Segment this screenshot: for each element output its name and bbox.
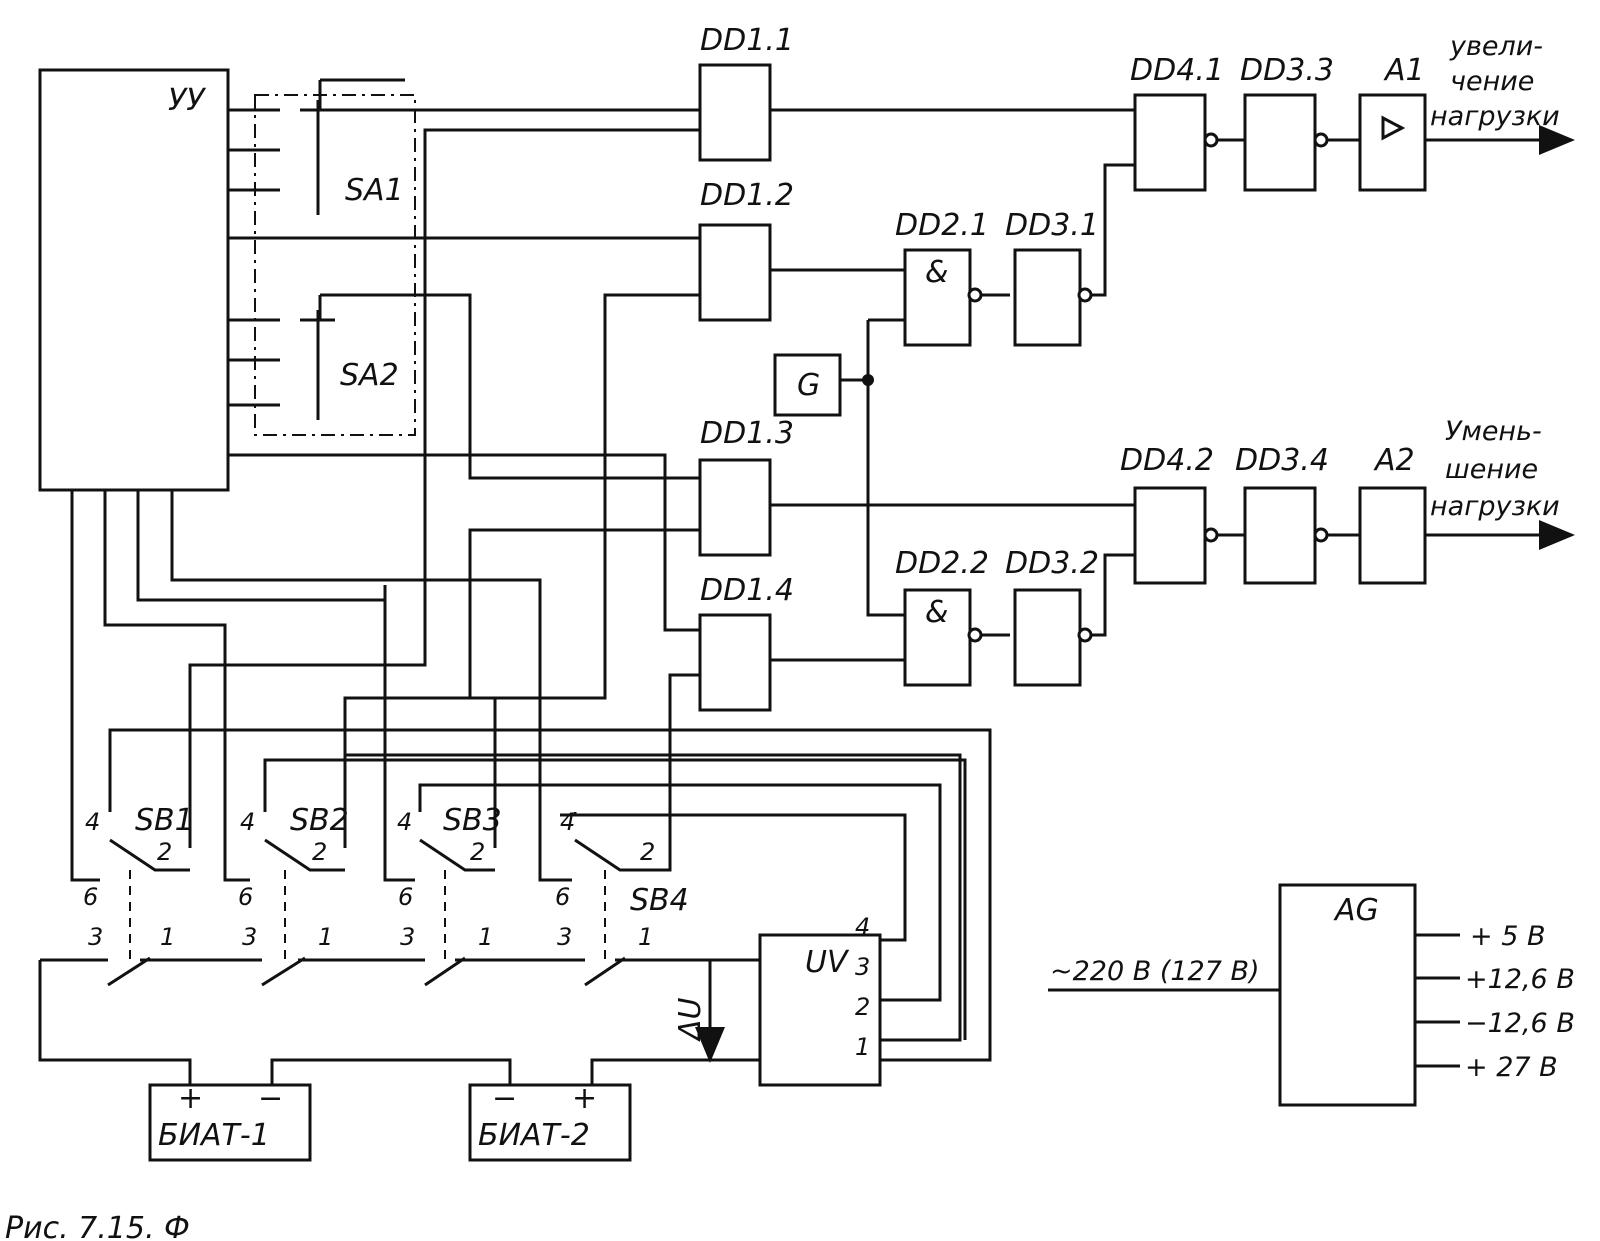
label-dd1-2: DD1.2: [700, 178, 794, 213]
output-decrease-line2: шение: [1445, 454, 1538, 485]
pin-label: 3: [557, 923, 572, 951]
pin-label: 2: [640, 838, 655, 866]
output-increase-line3: нагрузки: [1430, 101, 1560, 132]
pin-label: 1: [855, 1033, 870, 1061]
pin-label: 6: [238, 883, 253, 911]
label-dd1-4: DD1.4: [700, 573, 794, 608]
power-input-label: ~220 В (127 В): [1050, 956, 1260, 987]
label-uv: UV: [805, 945, 850, 980]
blocks: [38, 63, 1427, 1162]
pin-label: 1: [638, 923, 653, 951]
dd2-1-block: [903, 248, 972, 347]
pin-label: 1: [160, 923, 175, 951]
wires: [38, 78, 1575, 1085]
labels: УУ SA1 SA2 DD1.1 DD1.2 DD1.3 DD1.4 DD2.1…: [5, 23, 1575, 1241]
label-dd3-2: DD3.2: [1005, 546, 1099, 581]
power-out-5v: + 5 В: [1470, 921, 1546, 952]
pin-label: 3: [242, 923, 257, 951]
and-symbol-1: &: [925, 255, 948, 290]
dd2-2-block: [903, 588, 972, 687]
label-sa2: SA2: [340, 358, 399, 393]
label-uu: УУ: [168, 83, 206, 118]
label-dd1-3: DD1.3: [700, 416, 794, 451]
figure-caption: Рис. 7.15. Ф: [5, 1211, 190, 1241]
pin-label: 3: [855, 953, 870, 981]
output-decrease-line1: Умень-: [1445, 416, 1542, 447]
battery-terminal-label: −: [492, 1081, 517, 1116]
pin-label: 2: [855, 993, 870, 1021]
pin-label: 3: [400, 923, 415, 951]
label-biat1: БИАТ-1: [158, 1118, 270, 1153]
power-out-12v-neg: −12,6 В: [1465, 1008, 1575, 1039]
pin-label: 2: [312, 838, 327, 866]
label-sb3: SB3: [443, 803, 502, 838]
wire-uu-dd1-3: [228, 453, 667, 478]
pin-label: 6: [398, 883, 413, 911]
label-dd2-1: DD2.1: [895, 208, 989, 243]
label-dd1-1: DD1.1: [700, 23, 794, 58]
label-sb4: SB4: [630, 883, 689, 918]
dd3-2-block: [1013, 588, 1082, 687]
dd1-3-block: [698, 458, 772, 557]
pin-label: 4: [855, 913, 870, 941]
battery-terminal-label: +: [572, 1081, 597, 1116]
uu-block: [38, 68, 230, 492]
dd3-3-block: [1243, 93, 1317, 192]
label-a1: A1: [1383, 53, 1425, 88]
pin-label: 4: [85, 808, 100, 836]
biat2-block: [468, 1083, 632, 1162]
label-a2: A2: [1373, 443, 1415, 478]
power-out-27v: + 27 В: [1465, 1052, 1558, 1083]
pin-label: 2: [157, 838, 172, 866]
label-sb1: SB1: [135, 803, 194, 838]
label-dd4-1: DD4.1: [1130, 53, 1224, 88]
a1-block: [1358, 93, 1427, 192]
pin-label: 1: [318, 923, 333, 951]
output-decrease-line3: нагрузки: [1430, 491, 1560, 522]
dd4-2-block: [1133, 486, 1207, 585]
uv-block: [758, 933, 882, 1087]
label-sb2: SB2: [290, 803, 349, 838]
label-dd3-4: DD3.4: [1235, 443, 1329, 478]
dd3-4-block: [1243, 486, 1317, 585]
pin-label: 6: [83, 883, 98, 911]
and-symbol-2: &: [925, 595, 948, 630]
battery-terminal-label: −: [258, 1081, 283, 1116]
pin-label: 4: [560, 808, 575, 836]
mechanical-links: [129, 94, 606, 960]
label-dd3-1: DD3.1: [1005, 208, 1099, 243]
label-delta-u: ΔU: [673, 997, 708, 1042]
ag-block: [1278, 883, 1417, 1107]
sa-frame: [254, 94, 416, 436]
label-biat2: БИАТ-2: [478, 1118, 590, 1153]
pin-label: 1: [478, 923, 493, 951]
label-dd3-3: DD3.3: [1240, 53, 1334, 88]
dd1-2-block: [698, 223, 772, 322]
label-g: G: [797, 368, 820, 403]
a2-block: [1358, 486, 1427, 585]
label-dd4-2: DD4.2: [1120, 443, 1214, 478]
pin-label: 4: [397, 808, 412, 836]
pin-label: 2: [470, 838, 485, 866]
wire-uu-dd1-1: [228, 80, 700, 112]
output-increase-line2: чение: [1450, 66, 1534, 97]
pin-label: 4: [240, 808, 255, 836]
dd1-4-block: [698, 613, 772, 712]
dd1-1-block: [698, 63, 772, 162]
battery-terminal-label: +: [178, 1081, 203, 1116]
output-increase-line1: увели-: [1449, 31, 1543, 62]
label-ag: AG: [1333, 893, 1379, 928]
g-block: [773, 353, 842, 417]
pin-label: 3: [88, 923, 103, 951]
power-out-12v-pos: +12,6 В: [1465, 964, 1575, 995]
dd3-1-block: [1013, 248, 1082, 347]
biat1-block: [148, 1083, 312, 1162]
label-sa1: SA1: [345, 173, 404, 208]
dd4-1-block: [1133, 93, 1207, 192]
pin-label: 6: [555, 883, 570, 911]
label-dd2-2: DD2.2: [895, 546, 989, 581]
